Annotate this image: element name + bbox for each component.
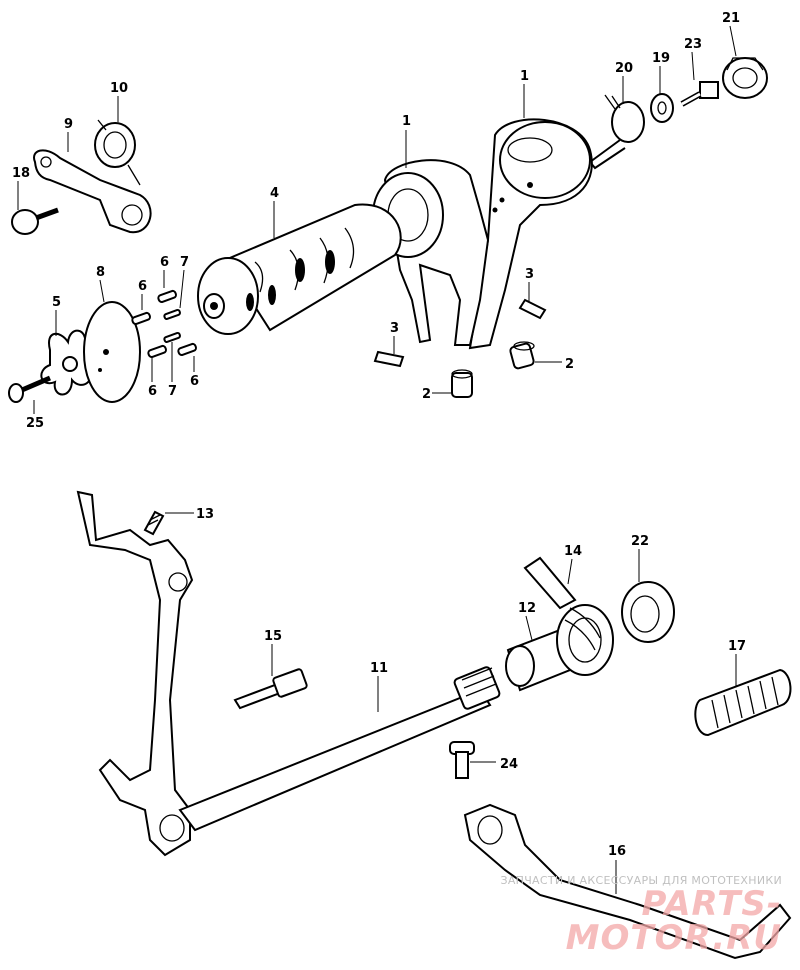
callout-2-right: 2: [535, 357, 574, 372]
svg-text:4: 4: [270, 186, 279, 201]
svg-text:6: 6: [148, 384, 157, 399]
svg-text:25: 25: [26, 416, 44, 431]
callout-6-b: 6: [160, 255, 169, 288]
part-22-bushing: [621, 581, 675, 643]
part-6-pin-a: [131, 311, 151, 325]
callout-24: 24: [470, 757, 518, 772]
callout-6-c: 6: [148, 358, 157, 399]
svg-text:13: 13: [196, 507, 214, 522]
part-9-stopper-arm: [33, 149, 152, 234]
part-23-bolt: [680, 81, 719, 107]
part-1-shift-fork-upper: [468, 118, 593, 350]
svg-text:22: 22: [631, 534, 649, 549]
svg-text:7: 7: [180, 255, 189, 270]
callout-1-center: 1: [402, 114, 411, 168]
svg-text:1: 1: [402, 114, 411, 129]
part-3-clip-center: [373, 350, 405, 368]
part-10-spring: [94, 119, 141, 186]
svg-text:6: 6: [190, 374, 199, 389]
svg-text:14: 14: [564, 544, 582, 559]
callout-9: 9: [64, 117, 73, 152]
part-21-nut: [722, 57, 768, 99]
part-15-stud: [233, 668, 308, 710]
callout-23: 23: [684, 37, 702, 81]
callout-14: 14: [564, 544, 582, 585]
part-24-bolt: [449, 741, 475, 779]
svg-text:11: 11: [370, 661, 388, 676]
svg-text:18: 18: [12, 166, 30, 181]
callout-25: 25: [26, 400, 44, 431]
part-14-return-spring: [523, 556, 614, 676]
svg-text:6: 6: [138, 279, 147, 294]
svg-text:9: 9: [64, 117, 73, 132]
svg-text:10: 10: [110, 81, 128, 96]
callout-12: 12: [518, 601, 536, 641]
callout-8: 8: [96, 265, 105, 303]
callout-16: 16: [608, 844, 626, 894]
callout-18: 18: [12, 166, 30, 210]
svg-text:2: 2: [422, 387, 431, 402]
svg-text:7: 7: [168, 384, 177, 399]
part-2-roller-center: [451, 369, 473, 398]
part-2-roller-right: [509, 341, 535, 370]
callout-3-center: 3: [390, 321, 399, 354]
callout-10: 10: [110, 81, 128, 122]
svg-text:1: 1: [520, 69, 529, 84]
svg-text:23: 23: [684, 37, 702, 52]
callout-21: 21: [722, 11, 740, 57]
watermark-logo: PARTS-MOTOR.RU: [565, 884, 782, 958]
part-6-pin-d: [177, 342, 197, 356]
callout-17: 17: [728, 639, 746, 686]
part-18-bolt: [11, 207, 59, 235]
svg-text:15: 15: [264, 629, 282, 644]
callout-22: 22: [631, 534, 649, 582]
svg-text:8: 8: [96, 265, 105, 280]
svg-text:5: 5: [52, 295, 61, 310]
part-17-rubber-pedal: [694, 668, 792, 737]
part-6-pin-b: [157, 289, 177, 303]
watermark: ЗАПЧАСТИ И АКСЕССУАРЫ ДЛЯ МОТОТЕХНИКИ PA…: [472, 874, 782, 955]
part-3-clip-right: [518, 298, 547, 320]
callout-2-center: 2: [422, 387, 452, 402]
part-7-pin-a: [163, 308, 181, 320]
svg-text:3: 3: [525, 267, 534, 282]
part-7-pin-b: [163, 331, 181, 343]
svg-text:12: 12: [518, 601, 536, 616]
callout-15: 15: [264, 629, 282, 676]
svg-text:2: 2: [565, 357, 574, 372]
callout-20: 20: [615, 61, 633, 102]
part-19-washer: [650, 93, 674, 123]
callout-6-a: 6: [138, 279, 147, 310]
callout-11: 11: [370, 661, 388, 712]
svg-text:16: 16: [608, 844, 626, 859]
callout-1-upper: 1: [520, 69, 529, 118]
callout-7-a: 7: [179, 255, 189, 309]
watermark-tagline: ЗАПЧАСТИ И АКСЕССУАРЫ ДЛЯ МОТОТЕХНИКИ: [500, 874, 782, 887]
part-12-collar: [505, 628, 572, 692]
svg-text:3: 3: [390, 321, 399, 336]
svg-text:17: 17: [728, 639, 746, 654]
callout-19: 19: [652, 51, 670, 94]
callout-6-d: 6: [190, 356, 199, 389]
part-20-plate: [588, 94, 645, 170]
svg-text:20: 20: [615, 61, 633, 76]
part-16-shift-pedal: [463, 803, 792, 960]
part-25-screw: [8, 375, 51, 403]
callout-4: 4: [270, 186, 279, 238]
svg-text:19: 19: [652, 51, 670, 66]
part-8-cam-plate: [83, 301, 141, 403]
part-6-pin-c: [147, 344, 167, 358]
callout-3-right: 3: [525, 267, 534, 302]
part-4-shift-drum: [197, 203, 402, 335]
svg-text:21: 21: [722, 11, 740, 26]
callout-13: 13: [165, 507, 214, 522]
part-13-spring: [143, 510, 165, 536]
part-11-shift-shaft: [76, 490, 501, 857]
callout-7-b: 7: [168, 342, 177, 399]
svg-text:6: 6: [160, 255, 169, 270]
svg-text:24: 24: [500, 757, 518, 772]
callout-5: 5: [52, 295, 61, 336]
